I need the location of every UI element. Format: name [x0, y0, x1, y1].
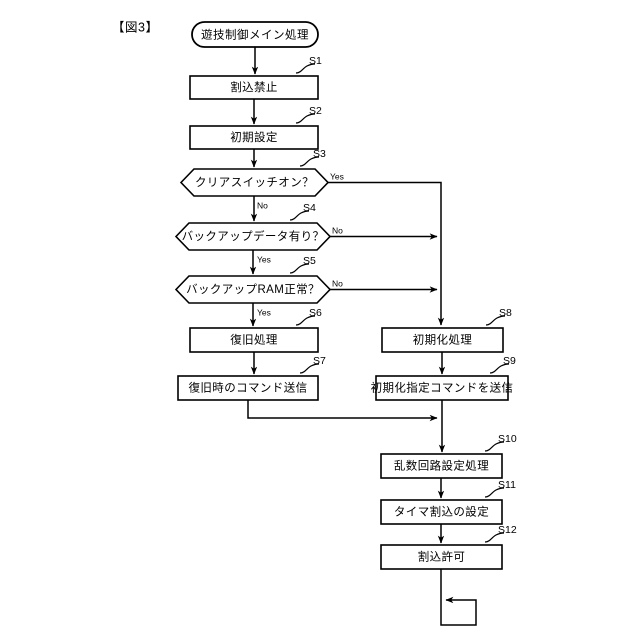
node-s2-label: 初期設定 [230, 130, 278, 144]
figure-title: 【図3】 [112, 20, 158, 34]
step-label-s7: S7 [313, 355, 326, 367]
step-label-s8: S8 [499, 307, 512, 319]
branch-label-s4-yes: Yes [257, 254, 271, 264]
leader-s6 [295, 315, 316, 326]
edge-s12-loop-back [440, 569, 477, 626]
step-label-s11: S11 [498, 479, 516, 491]
step-label-s3: S3 [313, 148, 326, 160]
edge-s7-to-s10 [247, 400, 438, 422]
leader-s7 [299, 363, 320, 374]
leader-s2 [295, 113, 316, 124]
step-label-s9: S9 [503, 355, 516, 367]
branch-label-s3-no: No [257, 200, 268, 210]
leader-s8 [485, 315, 506, 326]
leader-s12 [484, 532, 505, 543]
step-label-s4: S4 [303, 202, 316, 214]
leader-s1 [295, 63, 316, 74]
step-label-s12: S12 [498, 524, 517, 536]
edge-s3-yes-to-s8 [328, 181, 445, 326]
leader-s9 [489, 363, 510, 374]
node-s10-label: 乱数回路設定処理 [394, 459, 489, 473]
node-s6 [189, 327, 319, 353]
node-s4-label: バックアップデータ有り？ [182, 229, 325, 243]
node-s1-label: 割込禁止 [230, 80, 278, 94]
leader-s11 [484, 487, 505, 498]
node-s7 [177, 375, 319, 401]
step-label-s1: S1 [309, 55, 322, 67]
branch-label-s5-no: No [332, 278, 343, 288]
leader-s10 [484, 441, 505, 452]
node-s9-label: 初期化指定コマンドを送信 [371, 381, 514, 395]
node-s3-label: クリアスイッチオン？ [195, 176, 314, 189]
step-label-s6: S6 [309, 307, 322, 319]
leader-s4 [289, 210, 310, 221]
node-s8-label: 初期化処理 [413, 333, 473, 347]
node-s6-label: 復旧処理 [230, 333, 278, 347]
step-label-s5: S5 [303, 255, 316, 267]
node-s11-label: タイマ割込の設定 [394, 505, 489, 519]
node-s7-label: 復旧時のコマンド送信 [189, 381, 308, 395]
step-label-s2: S2 [309, 105, 322, 117]
branch-label-s4-no: No [332, 225, 343, 235]
node-s5-label: バックアップRAM正常？ [186, 283, 320, 296]
branch-label-s5-yes: Yes [257, 307, 271, 317]
branch-label-s3-yes: Yes [330, 171, 344, 181]
node-s12-label: 割込許可 [418, 550, 466, 564]
step-label-s10: S10 [498, 433, 517, 445]
start-node-label: 遊技制御メイン処理 [201, 28, 309, 42]
node-s10 [380, 453, 503, 479]
leader-s5 [289, 263, 310, 274]
leader-s3 [299, 156, 320, 167]
